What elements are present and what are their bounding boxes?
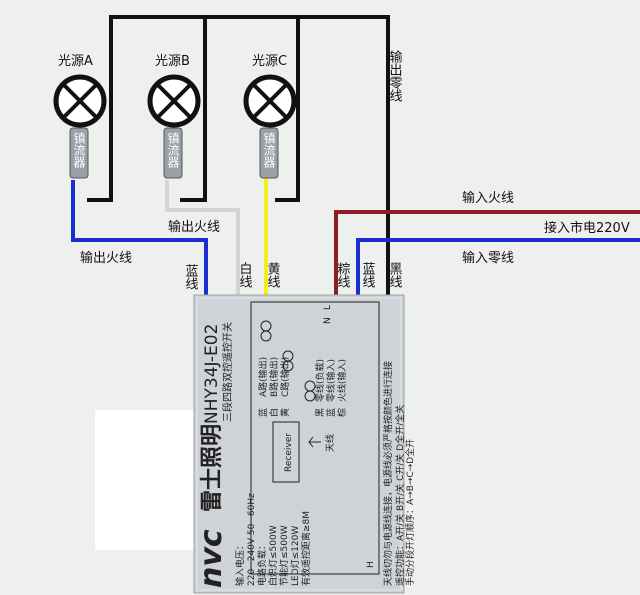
label-light-a: 光源A xyxy=(58,54,93,69)
svg-text:C路(输出): C路(输出) xyxy=(279,357,291,397)
svg-text:镇流器: 镇流器 xyxy=(166,132,180,169)
device-backdrop xyxy=(95,410,205,550)
svg-text:B路(输出): B路(输出) xyxy=(268,357,280,397)
svg-text:黑: 黑 xyxy=(315,408,326,417)
switch-module: nvc 雷士照明 NHY34J-E02 三段四路双控遥控开关 输入电压： 220… xyxy=(193,294,416,594)
svg-text:天线切勿与电源线连接，电源线必须严格按颜色进行连接: 天线切勿与电源线连接，电源线必须严格按颜色进行连接 xyxy=(382,361,394,586)
lamp-c xyxy=(243,74,297,128)
label-white-wire: 白线 xyxy=(237,261,253,288)
label-blue-wire-left: 蓝线 xyxy=(183,264,199,290)
label-black-wire: 黑线 xyxy=(387,262,403,288)
label-light-c: 光源C xyxy=(252,54,287,69)
ballast-c: 镇流器 xyxy=(259,127,279,179)
svg-text:棕: 棕 xyxy=(336,408,348,417)
blue-input-wire xyxy=(356,238,640,295)
svg-text:N: N xyxy=(323,317,333,324)
label-blue-wire-right: 蓝线 xyxy=(360,262,376,288)
svg-text:电路负载：: 电路负载： xyxy=(256,541,268,586)
brand-name: 雷士照明 xyxy=(200,424,225,512)
label-yellow-wire: 黄线 xyxy=(265,262,281,288)
svg-text:火线(输入): 火线(输入) xyxy=(336,359,348,402)
svg-text:白炽灯≤500W: 白炽灯≤500W xyxy=(267,525,279,586)
label-neutral-output: 输出零线 xyxy=(387,49,403,102)
svg-text:Receiver: Receiver xyxy=(284,433,294,472)
white-output-wire xyxy=(165,180,240,295)
svg-text:220~240V 50~60Hz: 220~240V 50~60Hz xyxy=(247,493,257,586)
lamp-b xyxy=(147,74,201,128)
svg-text:蓝: 蓝 xyxy=(257,408,269,417)
label-neutral-input: 输入零线 xyxy=(462,250,514,266)
ballast-b: 镇流器 xyxy=(163,127,183,179)
neutral-output-wire xyxy=(87,15,390,295)
device-wiring-schematic xyxy=(250,301,380,575)
svg-text:A路(输出): A路(输出) xyxy=(257,357,269,397)
label-light-b: 光源B xyxy=(155,54,190,69)
lamp-a xyxy=(53,74,107,128)
brown-input-wire xyxy=(334,210,640,295)
svg-text:镇流器: 镇流器 xyxy=(72,132,86,169)
device-lamp-symbols xyxy=(260,320,316,402)
svg-text:镇流器: 镇流器 xyxy=(262,132,276,169)
svg-text:有效遥控距离≥8M: 有效遥控距离≥8M xyxy=(300,511,312,586)
svg-text:黄: 黄 xyxy=(279,408,291,417)
brand-logo: nvc xyxy=(194,529,229,588)
label-live-output-left: 输出火线 xyxy=(80,250,132,266)
ballast-a: 镇流器 xyxy=(69,127,89,179)
svg-text:遥控功能：A开/关 B开/关 C开/关 D全开/全关: 遥控功能：A开/关 B开/关 C开/关 D全开/全关 xyxy=(394,405,406,586)
svg-text:白: 白 xyxy=(268,408,280,417)
svg-text:节能灯≤500W: 节能灯≤500W xyxy=(278,525,290,586)
svg-text:输入电压：: 输入电压： xyxy=(234,541,246,586)
svg-text:天线: 天线 xyxy=(324,434,336,452)
model-number: NHY34J-E02 xyxy=(202,324,222,424)
label-live-output-mid: 输出火线 xyxy=(168,219,220,235)
label-live-input: 输入火线 xyxy=(462,190,514,206)
svg-text:蓝: 蓝 xyxy=(325,408,337,417)
blue-output-wire xyxy=(71,180,208,295)
svg-text:LED灯≤120W: LED灯≤120W xyxy=(290,526,301,586)
svg-text:零线(输入): 零线(输入) xyxy=(325,359,337,402)
device-subtitle: 三段四路双控遥控开关 xyxy=(221,322,234,422)
label-brown-wire: 粽线 xyxy=(335,262,351,288)
svg-text:L: L xyxy=(323,305,333,310)
label-mains: 接入市电220V xyxy=(544,220,630,236)
svg-text:手动分段开灯顺序：A→B→C→D全开: 手动分段开灯顺序：A→B→C→D全开 xyxy=(404,439,416,586)
svg-text:H: H xyxy=(366,561,376,568)
svg-text:零线(负载): 零线(负载) xyxy=(314,359,326,402)
